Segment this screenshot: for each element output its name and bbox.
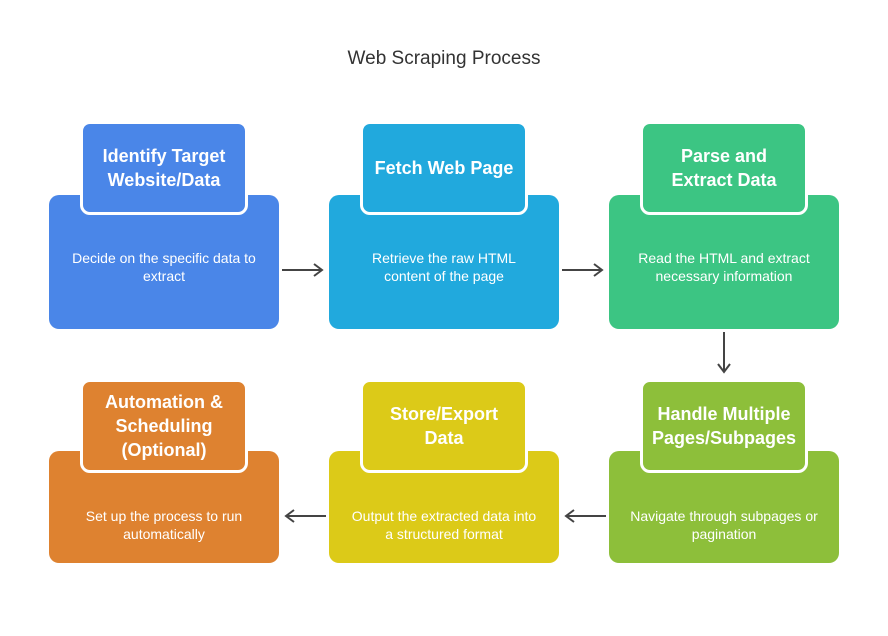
step-description: Decide on the specific data to extract	[49, 195, 279, 329]
step-handle-pages: Navigate through subpages or pagination …	[609, 379, 839, 563]
step-description: Read the HTML and extract necessary info…	[609, 195, 839, 329]
step-title: Parse and Extract Data	[640, 121, 808, 215]
step-parse-extract: Read the HTML and extract necessary info…	[609, 121, 839, 329]
diagram-title: Web Scraping Process	[347, 48, 541, 69]
arrow-down-icon	[716, 331, 732, 375]
step-title: Store/Export Data	[360, 379, 528, 473]
arrow-right-icon	[561, 262, 605, 278]
arrow-right-icon	[281, 262, 325, 278]
step-identify-target: Decide on the specific data to extract I…	[49, 121, 279, 329]
arrow-left-icon	[563, 508, 607, 524]
step-fetch-page: Retrieve the raw HTML content of the pag…	[329, 121, 559, 329]
step-automation: Set up the process to run automatically …	[49, 379, 279, 563]
step-title: Fetch Web Page	[360, 121, 528, 215]
step-title: Handle Multiple Pages/Subpages	[640, 379, 808, 473]
step-store-export: Output the extracted data into a structu…	[329, 379, 559, 563]
step-title: Identify Target Website/Data	[80, 121, 248, 215]
step-description: Retrieve the raw HTML content of the pag…	[329, 195, 559, 329]
step-title: Automation & Scheduling (Optional)	[80, 379, 248, 473]
arrow-left-icon	[283, 508, 327, 524]
